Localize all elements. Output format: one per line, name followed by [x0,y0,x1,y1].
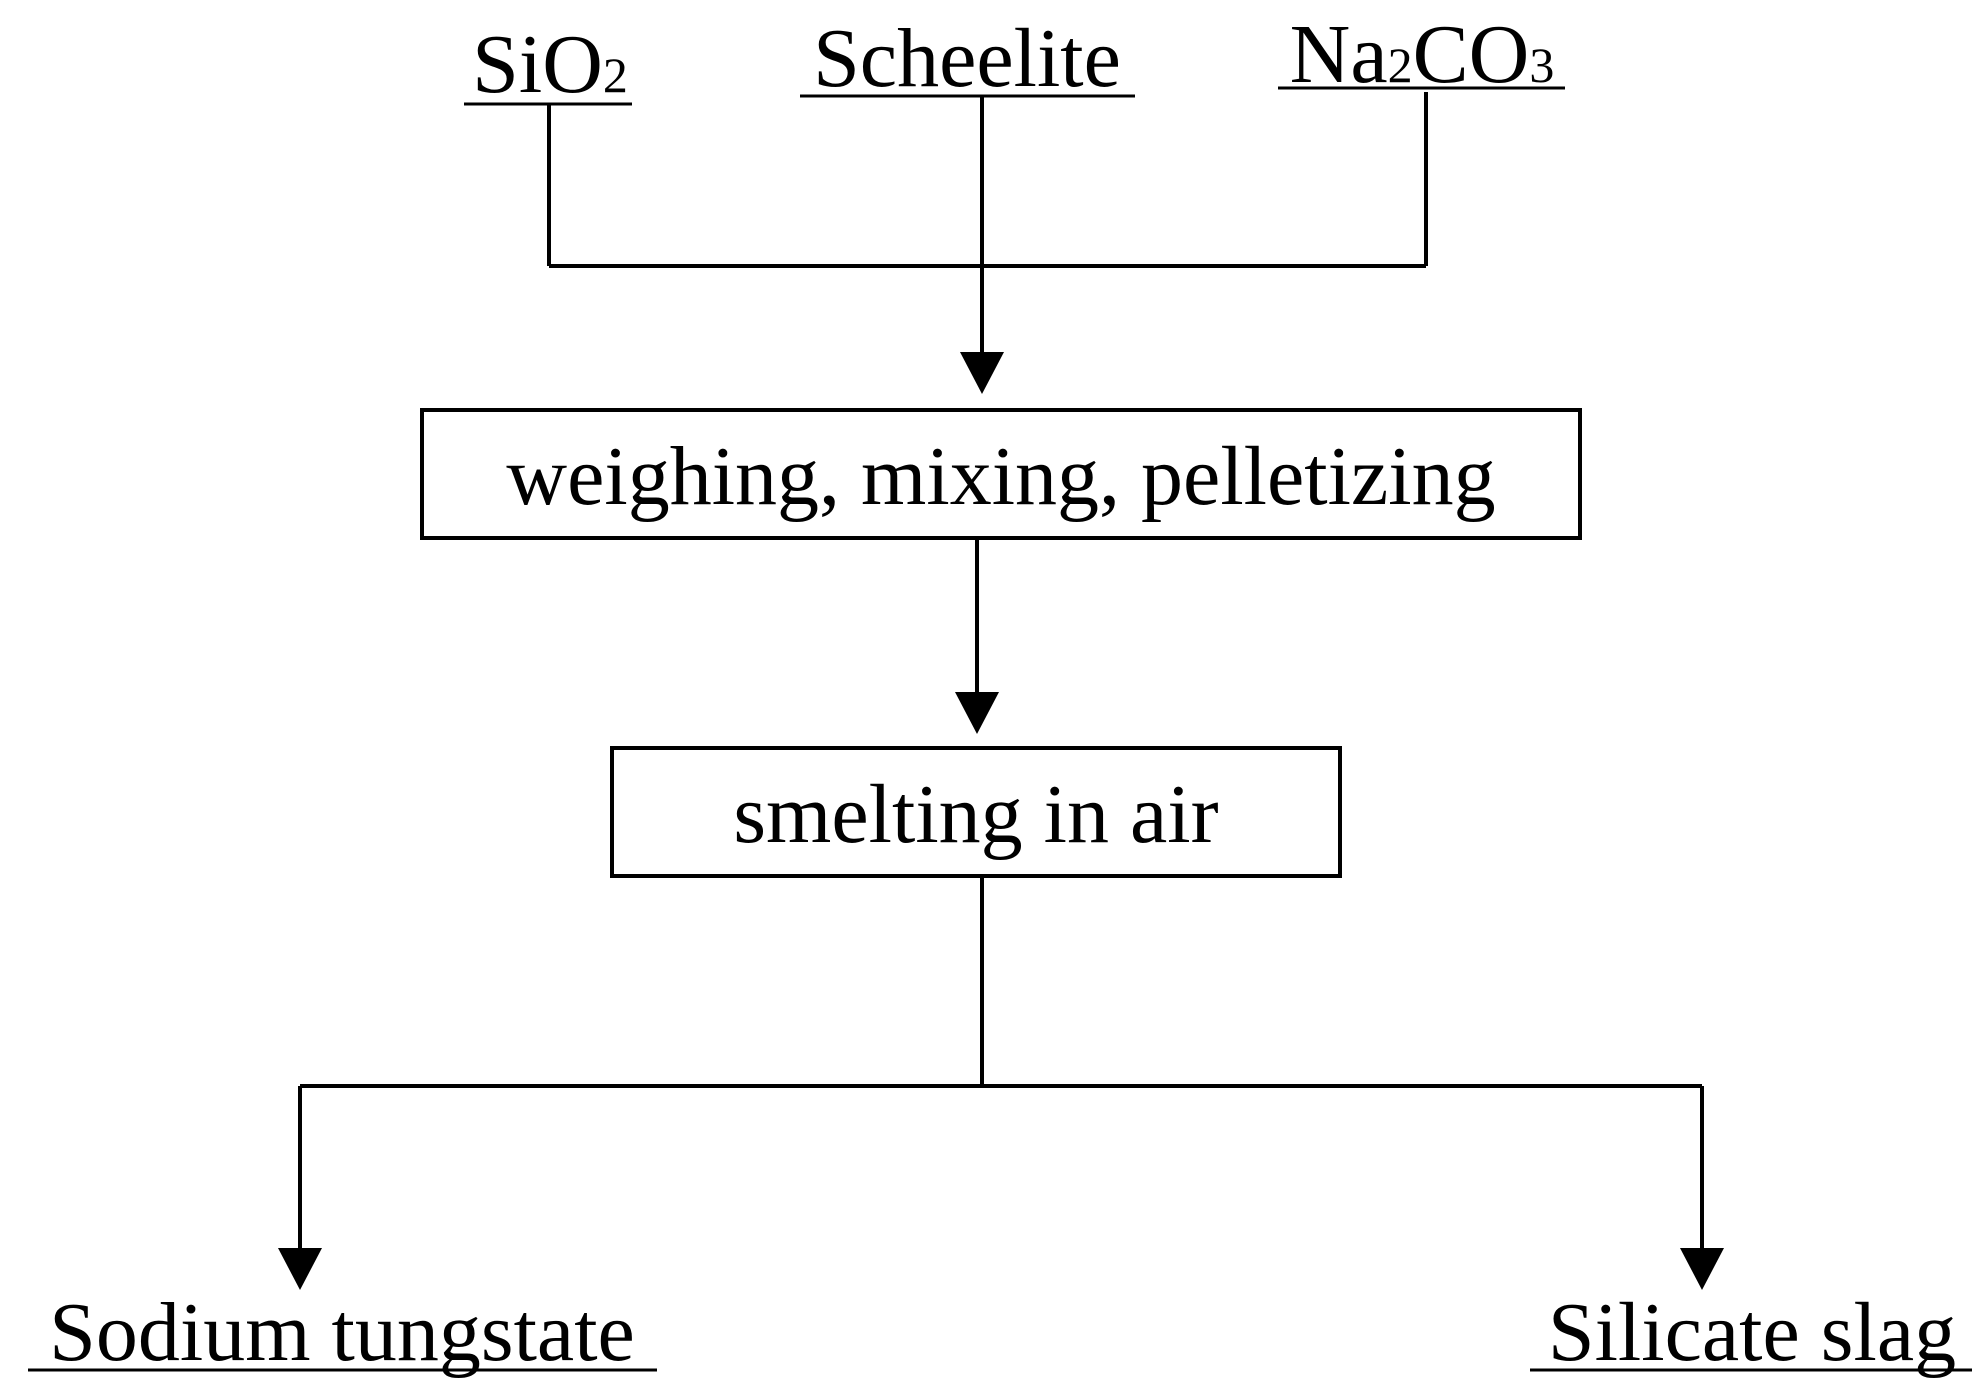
input-na2co3: Na2CO3 [1278,8,1565,101]
arrowhead-to-sodium-tungstate [278,1248,322,1290]
output-silicate-slag: Silicate slag [1530,1286,1972,1379]
step-weighing-rect [420,408,1582,540]
output-silicate-slag-label: Silicate slag [1548,1286,1956,1379]
output-sodium-tungstate: Sodium tungstate [28,1286,657,1379]
step-weighing-label: weighing, mixing, pelletizing [506,430,1495,523]
arrowhead-to-silicate-slag [1680,1248,1724,1290]
arrowhead-to-step1 [960,352,1004,394]
arrowhead-to-step2 [955,692,999,734]
step-smelting-box: smelting in air [610,746,1342,878]
output-sodium-tungstate-label: Sodium tungstate [49,1286,635,1379]
step-weighing-box: weighing, mixing, pelletizing [420,408,1582,540]
input-sio2: SiO2 [464,18,632,111]
input-sio2-label: SiO2 [472,18,628,111]
step-smelting-label: smelting in air [733,768,1218,861]
input-scheelite: Scheelite [800,12,1135,105]
step-smelting-rect [610,746,1342,878]
input-scheelite-label: Scheelite [813,12,1121,105]
input-na2co3-label: Na2CO3 [1290,8,1555,101]
